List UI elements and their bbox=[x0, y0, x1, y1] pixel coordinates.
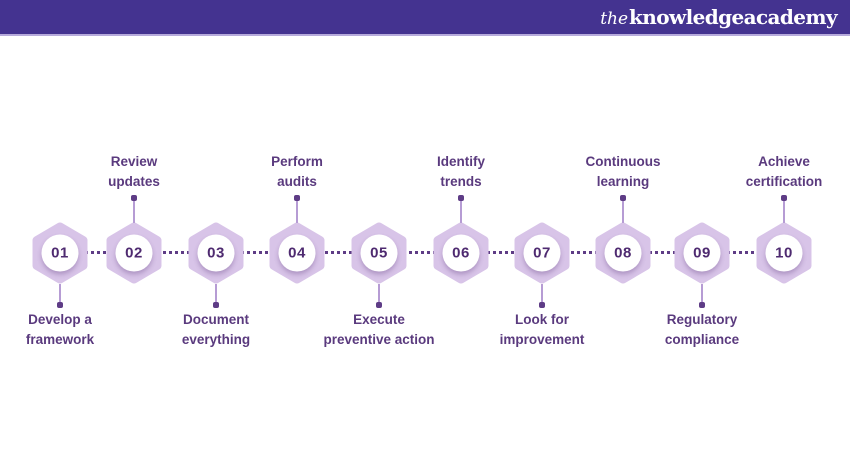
hexagon-icon: 06 bbox=[432, 222, 490, 284]
step-label-line2: compliance bbox=[664, 332, 740, 347]
step-label-line1: Achieve bbox=[758, 154, 810, 169]
step-number: 06 bbox=[452, 244, 470, 262]
step-connector bbox=[539, 284, 545, 308]
step-number-circle: 05 bbox=[360, 234, 398, 272]
step-label: Look for improvement bbox=[500, 310, 585, 350]
step-number: 05 bbox=[370, 244, 388, 262]
step-label-line1: Regulatory bbox=[666, 312, 738, 327]
step-number-circle: 07 bbox=[523, 234, 561, 272]
step-number-circle: 10 bbox=[765, 234, 803, 272]
step-number: 08 bbox=[614, 244, 632, 262]
hexagon-icon: 04 bbox=[268, 222, 326, 284]
connector-dot-icon bbox=[294, 195, 300, 201]
hexagon-icon: 05 bbox=[350, 222, 408, 284]
connector-dot-icon bbox=[539, 302, 545, 308]
step-number-circle: 04 bbox=[278, 234, 316, 272]
step-connector bbox=[458, 195, 464, 223]
step-connector bbox=[213, 284, 219, 308]
step-number: 09 bbox=[693, 244, 711, 262]
step-label-line1: Review bbox=[110, 154, 158, 169]
step-number: 03 bbox=[207, 244, 225, 262]
step-label: Develop a framework bbox=[26, 310, 94, 350]
step-connector bbox=[131, 195, 137, 223]
step-number-circle: 01 bbox=[41, 234, 79, 272]
step-label-line1: Develop a bbox=[28, 312, 92, 327]
step-connector bbox=[699, 284, 705, 308]
logo-the: the bbox=[600, 9, 629, 29]
step-label-line2: everything bbox=[181, 332, 251, 347]
step-label: Perform audits bbox=[271, 152, 323, 192]
step-label-line1: Identify bbox=[436, 154, 486, 169]
step-number-circle: 08 bbox=[604, 234, 642, 272]
timeline-dotted-line bbox=[60, 251, 784, 254]
step-label-line2: improvement bbox=[499, 332, 585, 347]
step-label-line2: preventive action bbox=[323, 332, 435, 347]
step-label: Review updates bbox=[108, 152, 160, 192]
step-label-line2: trends bbox=[440, 174, 482, 189]
hexagon-icon: 01 bbox=[31, 222, 89, 284]
step-label-line1: Execute bbox=[353, 312, 405, 327]
step-connector bbox=[620, 195, 626, 223]
connector-dot-icon bbox=[213, 302, 219, 308]
step-number-circle: 03 bbox=[197, 234, 235, 272]
step-label: Identify trends bbox=[437, 152, 485, 192]
hexagon-icon: 10 bbox=[755, 222, 813, 284]
step-label-line2: framework bbox=[25, 332, 95, 347]
step-number-circle: 06 bbox=[442, 234, 480, 272]
knowledge-academy-logo: theknowledgeacademy bbox=[600, 5, 837, 29]
step-number: 02 bbox=[125, 244, 143, 262]
hexagon-icon: 09 bbox=[673, 222, 731, 284]
header-bar: theknowledgeacademy bbox=[0, 0, 850, 36]
step-number: 01 bbox=[51, 244, 69, 262]
step-label: Regulatory compliance bbox=[665, 310, 739, 350]
step-connector bbox=[294, 195, 300, 223]
connector-dot-icon bbox=[620, 195, 626, 201]
step-number: 10 bbox=[775, 244, 793, 262]
step-label-line2: audits bbox=[277, 174, 317, 189]
step-label: Achieve certification bbox=[746, 152, 823, 192]
hexagon-icon: 03 bbox=[187, 222, 245, 284]
hexagon-icon: 07 bbox=[513, 222, 571, 284]
step-number-circle: 09 bbox=[683, 234, 721, 272]
step-number-circle: 02 bbox=[115, 234, 153, 272]
step-label-line1: Perform bbox=[271, 154, 323, 169]
step-connector bbox=[57, 284, 63, 308]
step-label: Document everything bbox=[182, 310, 250, 350]
step-label-line1: Continuous bbox=[585, 154, 661, 169]
hexagon-icon: 02 bbox=[105, 222, 163, 284]
connector-dot-icon bbox=[376, 302, 382, 308]
logo-main: knowledgeacademy bbox=[629, 5, 838, 29]
step-label-line1: Document bbox=[182, 312, 249, 327]
hexagon-icon: 08 bbox=[594, 222, 652, 284]
step-connector bbox=[376, 284, 382, 308]
connector-dot-icon bbox=[57, 302, 63, 308]
connector-dot-icon bbox=[458, 195, 464, 201]
step-number: 07 bbox=[533, 244, 551, 262]
step-label-line2: certification bbox=[745, 174, 823, 189]
connector-dot-icon bbox=[131, 195, 137, 201]
connector-dot-icon bbox=[781, 195, 787, 201]
step-connector bbox=[781, 195, 787, 223]
step-label-line2: updates bbox=[108, 174, 160, 189]
step-label: Continuous learning bbox=[586, 152, 661, 192]
step-label-line2: learning bbox=[596, 174, 650, 189]
step-label-line1: Look for bbox=[515, 312, 569, 327]
step-label: Execute preventive action bbox=[323, 310, 434, 350]
step-number: 04 bbox=[288, 244, 306, 262]
connector-dot-icon bbox=[699, 302, 705, 308]
